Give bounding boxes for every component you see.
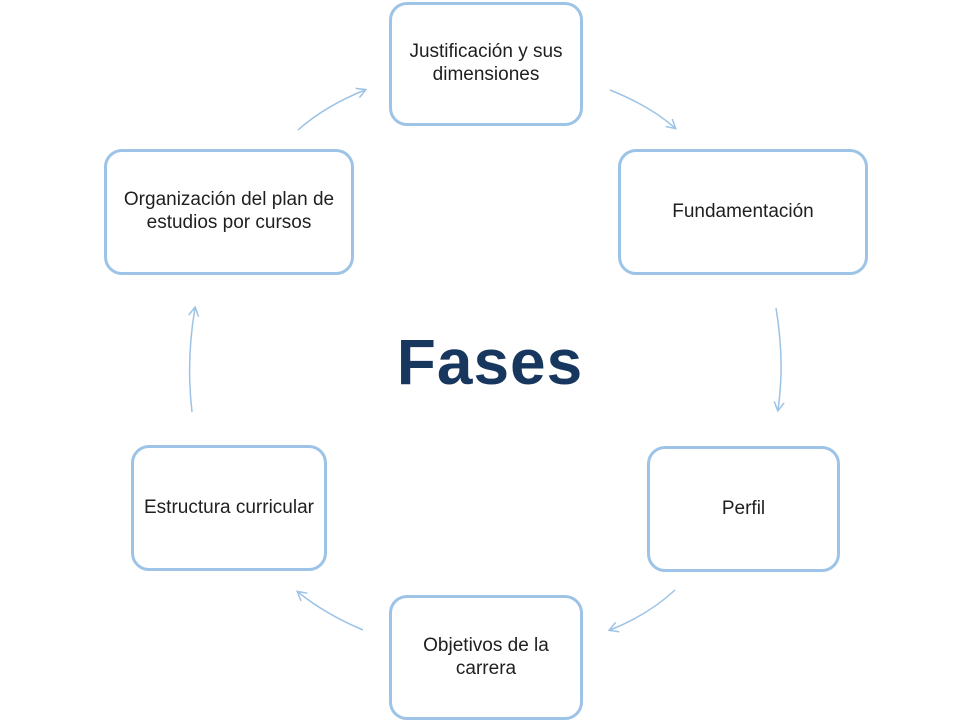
phase-node-estructura: Estructura curricular: [131, 445, 327, 571]
arrow-justificacion-to-fundamentacion: [609, 89, 677, 130]
phase-label: Fundamentación: [672, 200, 814, 222]
arrow-organizacion-to-justificacion: [297, 87, 368, 131]
arrow-perfil-to-objetivos: [607, 589, 676, 633]
phase-node-objetivos: Objetivos de la carrera: [389, 595, 583, 720]
phase-label: Objetivos de la carrera: [423, 634, 549, 679]
phase-node-fundamentacion: Fundamentación: [618, 149, 868, 275]
phase-node-organizacion: Organización del plan de estudios por cu…: [104, 149, 354, 275]
phase-label: Justificación y sus dimensiones: [409, 41, 563, 85]
phase-label: Estructura curricular: [144, 496, 314, 518]
arrow-objetivos-to-estructura: [296, 590, 364, 631]
phase-node-perfil: Perfil: [647, 446, 840, 572]
phase-label: Organización del plan de estudios por cu…: [123, 189, 335, 233]
center-title: Fases: [396, 326, 584, 398]
arrow-fundamentacion-to-perfil: [773, 307, 785, 413]
phase-label: Perfil: [721, 497, 766, 519]
arrow-estructura-to-organizacion: [188, 305, 200, 413]
phase-node-justificacion: Justificación y sus dimensiones: [389, 2, 583, 126]
